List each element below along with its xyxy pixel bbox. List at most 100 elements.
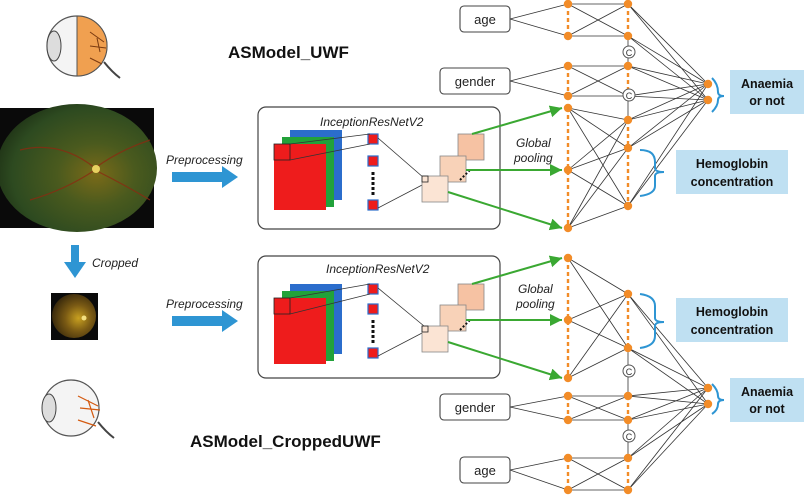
connection-line xyxy=(567,119,629,171)
connection-line xyxy=(627,403,709,491)
connection-line xyxy=(627,99,709,121)
network-node xyxy=(563,31,573,41)
bottom-preprocessing-label: Preprocessing xyxy=(166,297,243,311)
connection-line xyxy=(627,3,709,85)
network-node xyxy=(703,95,713,105)
network-node xyxy=(623,485,633,495)
bottom-anaemia-bracket xyxy=(711,383,725,415)
top-age-input-box: age xyxy=(459,5,511,33)
bottom-pool-arrow xyxy=(447,341,563,381)
svg-text:concentration: concentration xyxy=(691,175,774,189)
connection-line xyxy=(567,395,629,421)
connection-line xyxy=(627,83,709,207)
svg-text:or not: or not xyxy=(749,94,785,108)
connection-line xyxy=(627,395,709,405)
connection-line xyxy=(627,35,709,85)
connection-line xyxy=(567,107,629,149)
network-nodes xyxy=(563,0,713,495)
network-node xyxy=(563,61,573,71)
network-node xyxy=(623,143,633,153)
bottom-gender-input-box: gender xyxy=(439,393,511,421)
network-node xyxy=(623,289,633,299)
connection-line xyxy=(509,395,569,408)
bottom-hb-bracket xyxy=(639,293,665,349)
connection-line xyxy=(567,3,629,37)
svg-text:gender: gender xyxy=(455,400,496,415)
svg-text:Anaemia: Anaemia xyxy=(741,77,794,91)
top-preprocessing-label: Preprocessing xyxy=(166,153,243,167)
connection-line xyxy=(627,403,709,421)
concat-symbol-icon: C xyxy=(622,88,636,102)
svg-text:C: C xyxy=(626,432,633,442)
connection-line xyxy=(509,18,569,37)
top-anaemia-output-box: Anaemia or not xyxy=(730,70,804,114)
connection-line xyxy=(627,347,709,389)
network-node xyxy=(623,61,633,71)
svg-text:C: C xyxy=(626,91,633,101)
connection-line xyxy=(567,319,629,349)
bottom-pooling-line2: pooling xyxy=(515,297,555,311)
network-node xyxy=(563,103,573,113)
network-node xyxy=(623,201,633,211)
connection-line xyxy=(627,387,709,491)
connection-line xyxy=(627,387,709,397)
network-node xyxy=(563,0,573,9)
network-dashed-links xyxy=(566,4,630,490)
network-node xyxy=(563,223,573,233)
top-small-cubes xyxy=(367,133,379,211)
connection-line xyxy=(567,107,629,207)
top-input-cubes xyxy=(273,130,342,210)
cropped-arrow xyxy=(64,245,86,278)
network-node xyxy=(563,165,573,175)
connection-line xyxy=(627,403,709,459)
top-backbone-label: InceptionResNetV2 xyxy=(320,115,424,129)
svg-text:age: age xyxy=(474,12,496,27)
network-connections xyxy=(509,3,709,491)
network-node xyxy=(623,343,633,353)
svg-text:concentration: concentration xyxy=(691,323,774,337)
top-gender-input-box: gender xyxy=(439,67,511,95)
connection-line xyxy=(627,65,709,85)
network-node xyxy=(623,0,633,9)
concat-symbol-icon: C xyxy=(622,45,636,59)
connection-line xyxy=(509,469,569,491)
connection-line xyxy=(627,99,709,207)
connection-line xyxy=(627,347,709,405)
top-pooling-line2: pooling xyxy=(513,151,553,165)
network-node xyxy=(623,115,633,125)
svg-text:or not: or not xyxy=(749,402,785,416)
connection-line xyxy=(627,99,709,149)
svg-text:C: C xyxy=(626,367,633,377)
connection-line xyxy=(509,65,569,82)
network-node xyxy=(623,453,633,463)
connection-line xyxy=(627,3,709,101)
concat-symbol-icon: C xyxy=(622,429,636,443)
top-hemoglobin-output-box: Hemoglobin concentration xyxy=(676,150,788,194)
bottom-anaemia-output-box: Anaemia or not xyxy=(730,378,804,422)
bottom-feature-maps xyxy=(421,283,485,353)
top-anaemia-bracket xyxy=(711,77,725,113)
bottom-preprocessing-arrow xyxy=(172,310,238,332)
connection-line xyxy=(567,293,629,379)
connection-line xyxy=(509,3,569,20)
bottom-backbone-label: InceptionResNetV2 xyxy=(326,262,430,276)
top-pool-arrow xyxy=(447,191,563,231)
svg-text:C: C xyxy=(626,48,633,58)
network-node xyxy=(703,399,713,409)
fundus-photo xyxy=(0,104,157,232)
cropped-fundus-photo xyxy=(51,293,98,340)
svg-text:Hemoglobin: Hemoglobin xyxy=(696,157,768,171)
connection-line xyxy=(567,457,629,491)
connection-line xyxy=(567,147,629,229)
cropped-label: Cropped xyxy=(92,256,138,270)
connection-line xyxy=(627,83,709,121)
bottom-age-input-box: age xyxy=(459,456,511,484)
connection-line xyxy=(627,387,709,459)
network-node xyxy=(623,415,633,425)
bottom-input-cubes xyxy=(273,284,342,364)
connection-line xyxy=(509,80,569,97)
top-feature-maps xyxy=(421,133,485,203)
bottom-pool-arrow xyxy=(471,255,563,285)
